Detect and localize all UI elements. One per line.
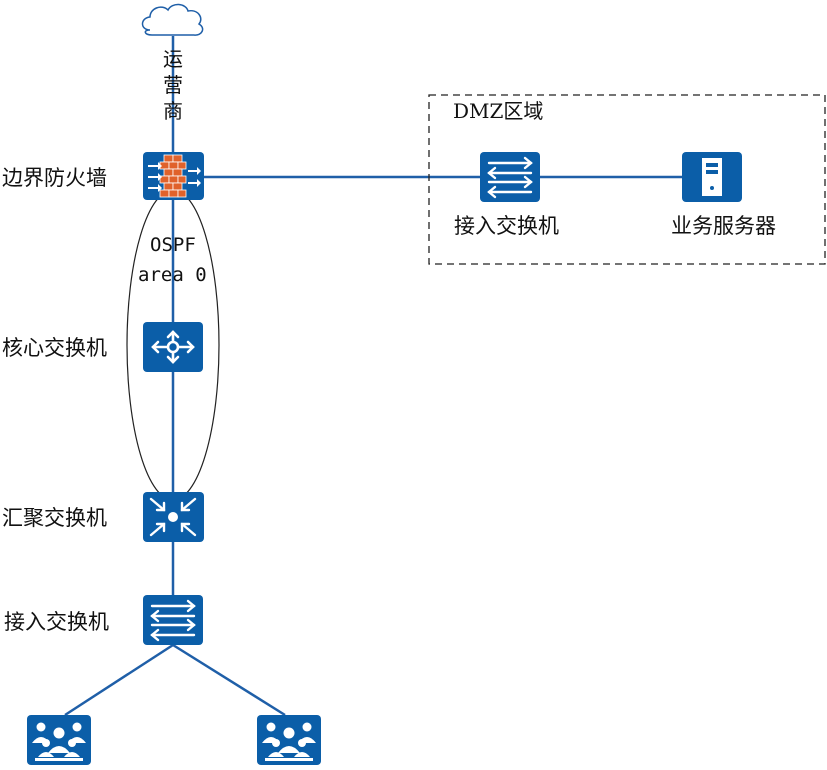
dmz-zone-box: [428, 94, 826, 265]
firewall-icon: [143, 152, 204, 200]
user-group-icon: [27, 715, 91, 765]
access-switch-icon: [143, 595, 203, 645]
link-access-users-left: [64, 643, 174, 717]
isp-label: 运营商: [163, 47, 183, 123]
core-switch-label: 核心交换机: [2, 336, 107, 360]
link-access-users-right: [172, 643, 286, 717]
cloud-icon: [141, 3, 204, 36]
server-label: 业务服务器: [671, 214, 776, 238]
links: [64, 36, 682, 717]
access-switch-label: 接入交换机: [4, 610, 109, 634]
border-firewall-label: 边界防火墙: [2, 166, 107, 190]
dmz-access-switch-label: 接入交换机: [454, 214, 559, 238]
dmz-title: DMZ区域: [453, 99, 544, 123]
aggregation-switch-icon: [143, 492, 204, 542]
ospf-label-line2: area 0: [138, 264, 207, 286]
dmz-access-switch-icon: [480, 152, 540, 202]
user-group-icon: [257, 715, 321, 765]
aggregation-switch-label: 汇聚交换机: [2, 506, 107, 530]
ospf-label-line1: OSPF: [150, 234, 196, 256]
core-switch-icon: [143, 322, 203, 372]
server-icon: [682, 152, 742, 202]
